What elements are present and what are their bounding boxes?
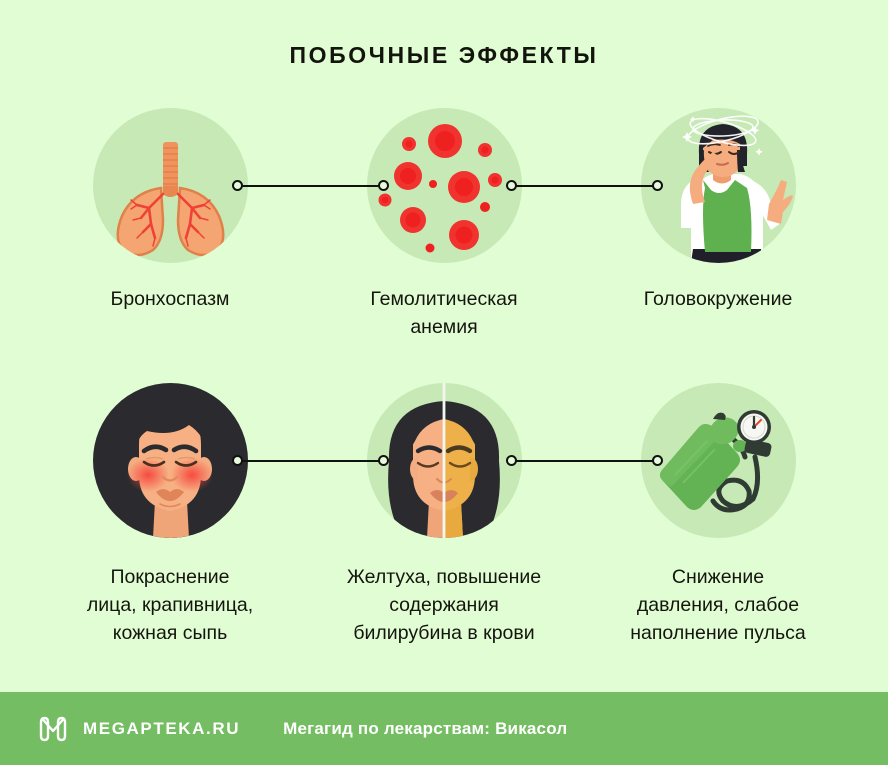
side-effects-grid: Бронхоспазм xyxy=(22,108,866,647)
connector-line xyxy=(237,460,384,463)
connector-dot-left xyxy=(506,180,517,191)
connector-dot-right xyxy=(378,180,389,191)
side-effect-caption: Бронхоспазм xyxy=(110,288,230,310)
side-effect-item-6: Снижение давления, слабое наполнение пул… xyxy=(570,383,866,647)
connector-line xyxy=(237,185,384,188)
connector-dot-right xyxy=(652,455,663,466)
connector-line xyxy=(511,185,658,188)
side-effect-item-4: Покраснение лица, крапивница, кожная сып… xyxy=(22,383,318,647)
side-effect-caption: Покраснение лица, крапивница, кожная сып… xyxy=(86,566,254,644)
dizzy-woman-icon xyxy=(640,108,796,263)
side-effect-item-1: Бронхоспазм xyxy=(22,108,318,313)
connector-dot-right xyxy=(378,455,389,466)
lungs-icon xyxy=(92,108,248,263)
blood-pressure-cuff-icon xyxy=(640,383,796,538)
connector-5-6 xyxy=(506,455,663,467)
side-effect-caption: Снижение давления, слабое наполнение пул… xyxy=(630,566,806,644)
jaundice-split-face-icon xyxy=(366,383,522,538)
side-effect-caption: Головокружение xyxy=(643,288,793,310)
footer-tagline: Мегагид по лекарствам: Викасол xyxy=(283,718,568,738)
connector-1-2 xyxy=(232,180,389,192)
side-effect-item-3: Головокружение xyxy=(570,108,866,313)
connector-2-3 xyxy=(506,180,663,192)
side-effect-caption: Гемолитическая анемия xyxy=(370,288,518,338)
flushed-face-icon xyxy=(92,383,248,538)
footer-bar: MEGAPTEKA.RU Мегагид по лекарствам: Вика… xyxy=(0,692,888,765)
page-title: ПОБОЧНЫЕ ЭФФЕКТЫ xyxy=(289,42,599,68)
red-blood-cells-icon xyxy=(366,108,522,263)
megapteka-m-logo-icon xyxy=(39,716,67,741)
connector-dot-left xyxy=(232,455,243,466)
connector-4-5 xyxy=(232,455,389,467)
connector-dot-left xyxy=(232,180,243,191)
side-effect-item-5: Желтуха, повышение содержания билирубина… xyxy=(296,383,592,647)
connector-line xyxy=(511,460,658,463)
brand-name: MEGAPTEKA.RU xyxy=(83,718,241,738)
connector-dot-right xyxy=(652,180,663,191)
connector-dot-left xyxy=(506,455,517,466)
side-effect-item-2: Гемолитическая анемия xyxy=(296,108,592,341)
side-effect-caption: Желтуха, повышение содержания билирубина… xyxy=(346,566,542,644)
